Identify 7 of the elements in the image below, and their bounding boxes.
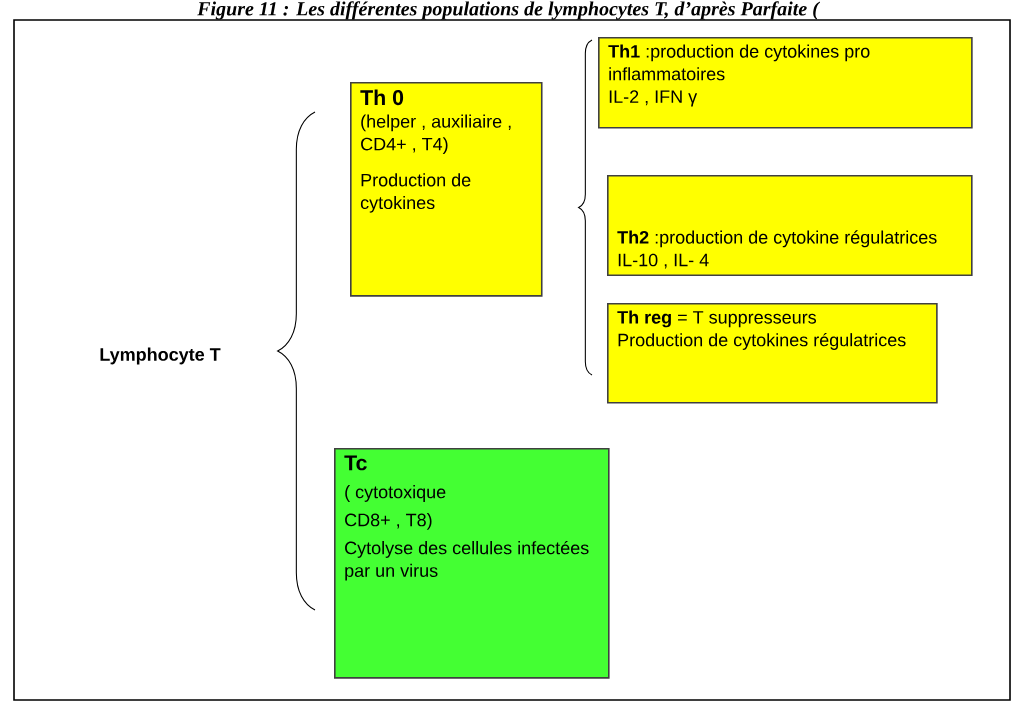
- text-box: Th reg = T suppresseurs Production de cytokines régulatrices: [607, 303, 938, 404]
- node-label: Lymphocyte T: [100, 347, 221, 365]
- text-box: Tc ( cytotoxique CD8+ , T8) Cytolyse des cellules infectées par un virus: [334, 448, 610, 679]
- text-box: Th2 :production de cytokine régulatrices IL-10 , IL- 4: [607, 175, 973, 276]
- figure-title: Figure 11 : Les différentes populations de lymphocytes T, d’après Parfaite (: [197, 1, 821, 20]
- text-box: Th 0 (helper , auxiliaire , CD4+ , T4) Production de cytokines: [350, 82, 543, 297]
- text-box: Th1 :production de cytokines pro inflammatoires IL-2 , IFN γ: [598, 37, 973, 129]
